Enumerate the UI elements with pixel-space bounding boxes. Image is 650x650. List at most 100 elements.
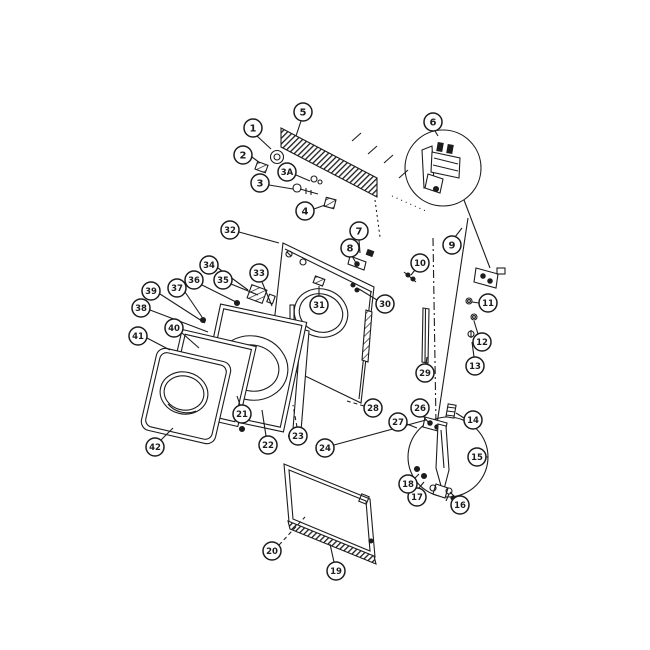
callout-number-3: 3 — [257, 179, 264, 190]
latch-detail-circle — [407, 403, 489, 502]
callout-10: 10 — [410, 253, 430, 276]
callout-38: 38 — [131, 298, 209, 333]
callout-number-9: 9 — [449, 241, 456, 252]
callout-circle-28 — [363, 398, 383, 418]
callout-circle-19 — [326, 561, 346, 581]
leader-line-39 — [159, 293, 206, 324]
callout-circle-2 — [233, 145, 253, 165]
callout-7: 7 — [349, 221, 369, 254]
callout-circle-15 — [467, 447, 487, 467]
leader-line-29 — [425, 356, 428, 365]
callout-circle-36 — [184, 270, 204, 290]
callout-number-17: 17 — [411, 493, 423, 503]
callout-number-41: 41 — [132, 332, 144, 342]
callout-33: 33 — [249, 263, 273, 307]
callout-number-5: 5 — [300, 108, 307, 119]
leader-line-17 — [418, 481, 425, 489]
callout-circle-31 — [309, 295, 329, 315]
callout-circle-7 — [349, 221, 369, 241]
fastener-cluster — [254, 149, 337, 210]
callout-number-35: 35 — [217, 276, 229, 286]
callout-number-16: 16 — [454, 501, 466, 511]
callout-circle-5 — [293, 102, 313, 122]
callout-39: 39 — [141, 281, 206, 324]
callout-circle-18 — [398, 474, 418, 494]
callout-number-33: 33 — [253, 269, 265, 279]
callout-number-27: 27 — [392, 418, 404, 428]
callout-circle-14 — [463, 410, 483, 430]
callout-circle-12 — [472, 332, 492, 352]
callout-circle-3A — [277, 162, 297, 182]
leader-line-2 — [251, 156, 261, 164]
callout-circle-1 — [243, 118, 263, 138]
callout-circle-32 — [220, 220, 240, 240]
callout-circle-6 — [423, 112, 443, 132]
callout-circle-35 — [213, 270, 233, 290]
callout-number-38: 38 — [135, 304, 147, 314]
leader-line-30 — [358, 288, 378, 301]
callout-circle-22 — [258, 435, 278, 455]
callout-circle-10 — [410, 253, 430, 273]
callout-19: 19 — [326, 543, 346, 581]
callout-30: 30 — [358, 288, 395, 314]
callout-14: 14 — [455, 410, 483, 430]
callout-number-18: 18 — [402, 480, 414, 490]
callout-31: 31 — [309, 286, 329, 315]
callout-number-15: 15 — [471, 453, 483, 463]
callout-circle-39 — [141, 281, 161, 301]
leader-line-4 — [313, 204, 326, 210]
callout-number-39: 39 — [145, 287, 157, 297]
callout-26: 26 — [410, 398, 430, 424]
callout-18: 18 — [398, 473, 420, 494]
callout-11: 11 — [471, 293, 498, 313]
callout-circle-4 — [295, 201, 315, 221]
callout-12: 12 — [472, 320, 492, 352]
callout-circle-33 — [249, 263, 269, 283]
callout-circle-41 — [128, 326, 148, 346]
callout-number-24: 24 — [319, 444, 331, 454]
callout-number-11: 11 — [482, 299, 494, 309]
callout-number-40: 40 — [168, 324, 180, 334]
callout-circle-42 — [145, 437, 165, 457]
leader-line-6 — [434, 130, 439, 137]
callout-3: 3 — [250, 173, 294, 193]
callout-circle-21 — [232, 404, 252, 424]
callout-circle-9 — [442, 235, 462, 255]
callout-24: 24 — [315, 419, 427, 458]
callout-circle-38 — [131, 298, 151, 318]
callout-circle-37 — [167, 278, 187, 298]
callout-number-6: 6 — [430, 118, 437, 129]
callout-circle-23 — [288, 426, 308, 446]
callout-number-30: 30 — [379, 300, 391, 310]
leader-line-19 — [329, 543, 335, 563]
callout-number-34: 34 — [203, 261, 215, 271]
trim-strip — [280, 127, 409, 238]
callout-number-37: 37 — [171, 284, 183, 294]
leader-line-26 — [422, 415, 430, 424]
callout-number-4: 4 — [302, 207, 309, 218]
callout-number-14: 14 — [467, 416, 479, 426]
leader-line-1 — [256, 135, 272, 150]
callout-circle-27 — [388, 412, 408, 432]
leader-line-3 — [268, 184, 294, 190]
callout-number-42: 42 — [149, 443, 161, 453]
callout-35: 35 — [213, 270, 259, 296]
leader-line-37 — [184, 291, 203, 318]
callout-40: 40 — [164, 318, 200, 349]
leader-line-20 — [278, 516, 306, 546]
callout-number-20: 20 — [266, 547, 278, 557]
callout-number-36: 36 — [188, 276, 200, 286]
callout-circle-11 — [478, 293, 498, 313]
callout-circle-26 — [410, 398, 430, 418]
callout-circle-29 — [415, 363, 435, 383]
leader-line-32 — [238, 231, 280, 244]
callout-circle-16 — [450, 495, 470, 515]
callout-number-1: 1 — [250, 124, 257, 135]
callout-number-26: 26 — [414, 404, 426, 414]
callout-8: 8 — [340, 238, 360, 264]
callout-13: 13 — [465, 341, 485, 376]
callout-circle-30 — [375, 294, 395, 314]
leader-line-42 — [160, 427, 174, 441]
